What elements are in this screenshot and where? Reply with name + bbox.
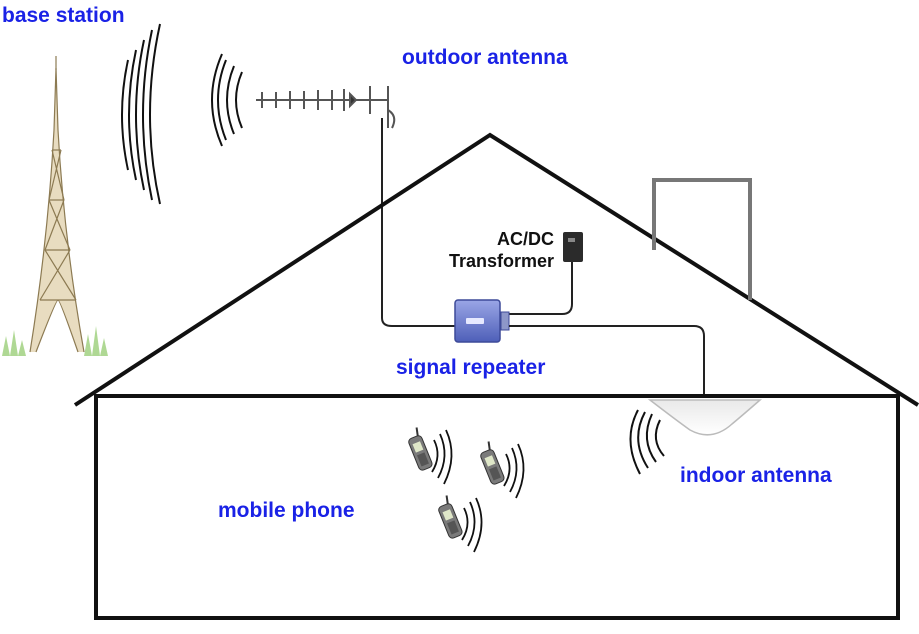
outdoor-antenna-waves	[211, 53, 243, 147]
mobile-phone	[408, 427, 433, 471]
indoor-antenna-waves	[629, 409, 665, 475]
phone-waves	[503, 443, 525, 499]
transformer-plug	[568, 238, 575, 242]
base-station-waves	[121, 23, 161, 205]
indoor-antenna-label: indoor antenna	[680, 464, 832, 487]
signal-repeater-device	[454, 299, 510, 343]
outdoor-antenna-label: outdoor antenna	[402, 46, 568, 69]
ac-dc-transformer	[563, 232, 583, 262]
antenna-cable	[381, 118, 455, 327]
transformer-label: Transformer	[448, 251, 554, 271]
ac-dc-label: AC/DC	[497, 229, 554, 249]
signal-repeater-label: signal repeater	[396, 356, 546, 379]
house-roof	[73, 132, 919, 407]
mobile-phone	[438, 495, 463, 539]
mobile-phone	[480, 441, 505, 485]
base-station-tower	[29, 56, 85, 353]
house-walls	[94, 394, 900, 620]
base-station-label: base station	[2, 4, 125, 27]
phone-waves	[431, 429, 453, 485]
chimney	[652, 178, 752, 300]
grass	[2, 326, 108, 356]
indoor-antenna	[647, 399, 762, 436]
outdoor-antenna	[256, 86, 396, 129]
mobile-phone-label: mobile phone	[218, 499, 355, 522]
phone-waves	[461, 497, 483, 553]
indoor-antenna-cable	[509, 325, 705, 398]
power-cable	[505, 262, 573, 315]
